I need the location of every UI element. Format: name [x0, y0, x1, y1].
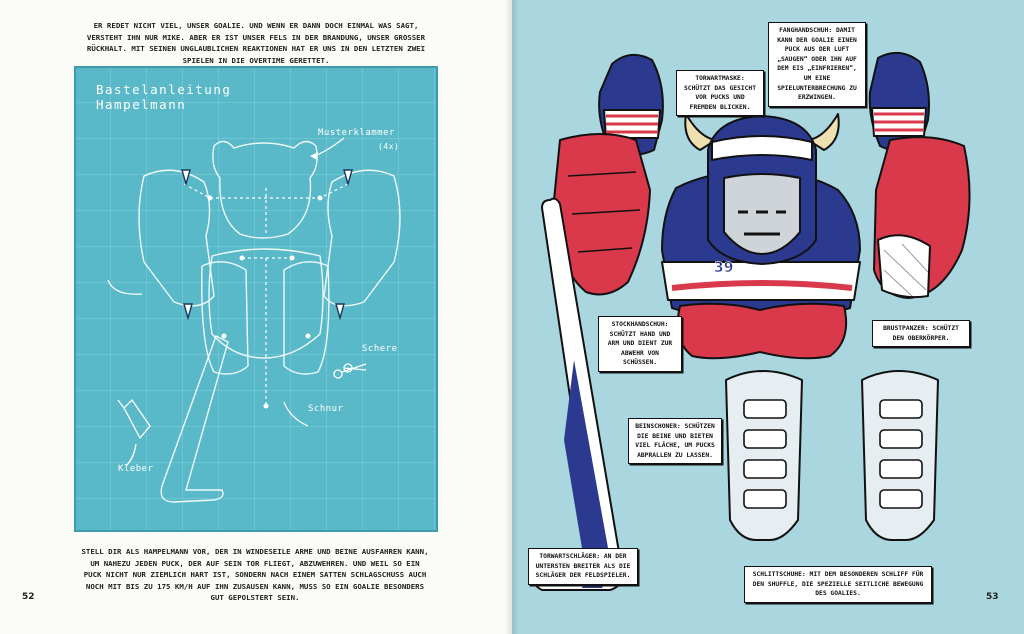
goalie-equipment-illustration: 39 — [533, 51, 971, 591]
label-beinschoner: Beinschoner: Schützen die Beine und biet… — [628, 418, 722, 465]
blueprint-title-line2: Hampelmann — [96, 97, 187, 112]
label-clip: Musterklammer — [318, 128, 395, 138]
label-scissors: Schere — [362, 344, 398, 354]
book-gutter — [505, 0, 519, 634]
blueprint-illustration — [74, 66, 438, 532]
label-clip-count: (4x) — [378, 142, 400, 151]
blueprint-title: Bastelanleitung Hampelmann — [96, 82, 231, 112]
intro-paragraph: Er redet nicht viel, unser Goalie. Und w… — [86, 21, 426, 65]
outro-paragraph: Stell dir als Hampelmann vor, der in win… — [81, 547, 429, 603]
label-torwartmaske: Torwartmaske: Schützt das Gesicht vor Pu… — [676, 70, 764, 117]
label-schlittschuhe: Schlittschuhe: Mit dem besonderen Schlif… — [744, 566, 932, 603]
label-fanghandschuh: Fanghandschuh: Damit kann der Goalie ein… — [768, 22, 866, 107]
jersey-number: 39 — [714, 260, 733, 276]
page-number-left: 52 — [22, 592, 35, 602]
label-string: Schnur — [308, 404, 344, 414]
label-glue: Kleber — [118, 464, 154, 474]
label-stockhandschuh: Stockhandschuh: Schützt Hand und Arm und… — [598, 316, 682, 372]
blueprint-title-line1: Bastelanleitung — [96, 82, 232, 97]
label-brustpanzer: Brustpanzer: Schützt den Oberkörper. — [872, 320, 970, 348]
page-number-right: 53 — [986, 592, 999, 602]
label-torwartschlaeger: Torwartschläger: An der untersten Breite… — [528, 548, 638, 585]
